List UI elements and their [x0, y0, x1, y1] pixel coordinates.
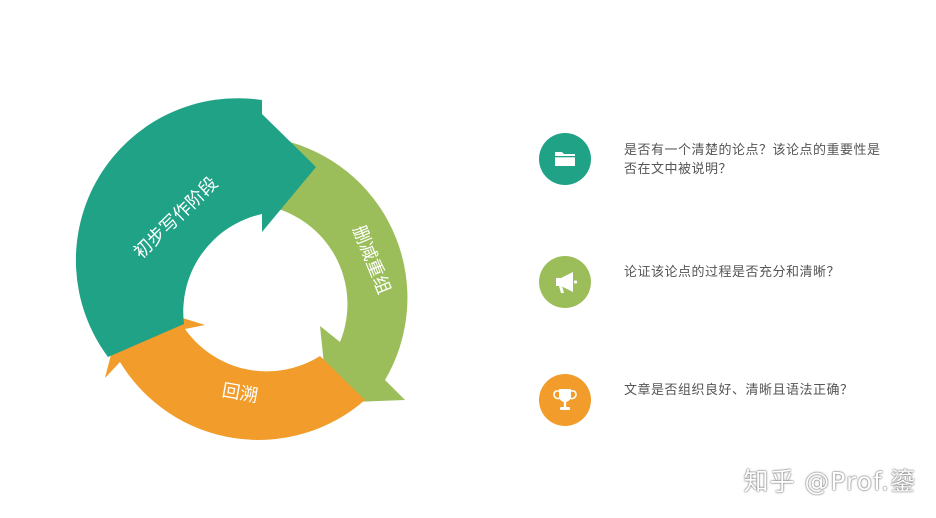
item-icon-circle	[539, 256, 591, 308]
cycle-segment-backtrack	[105, 300, 365, 440]
watermark: 知乎 @Prof.鎏	[743, 467, 916, 496]
item-text-organization-grammar: 文章是否组织良好、清晰且语法正确？	[624, 383, 854, 398]
cycle-segment-delete-reorganize	[275, 142, 408, 403]
item-text-argument-process: 论证该论点的过程是否充分和清晰？	[624, 265, 841, 280]
megaphone-icon	[556, 272, 577, 293]
item-icon-circle	[539, 133, 591, 185]
trophy-icon	[553, 389, 577, 410]
item-text-argument-clarity: 是否有一个清楚的论点？该论点的重要性是否在文中被说明？	[624, 143, 881, 177]
cycle-segment-initial-writing	[75, 98, 316, 358]
cycle-diagram: 初步写作阶段 删减重组 回溯	[75, 98, 408, 440]
folder-icon	[555, 152, 575, 166]
item-icon-circle	[539, 374, 591, 426]
